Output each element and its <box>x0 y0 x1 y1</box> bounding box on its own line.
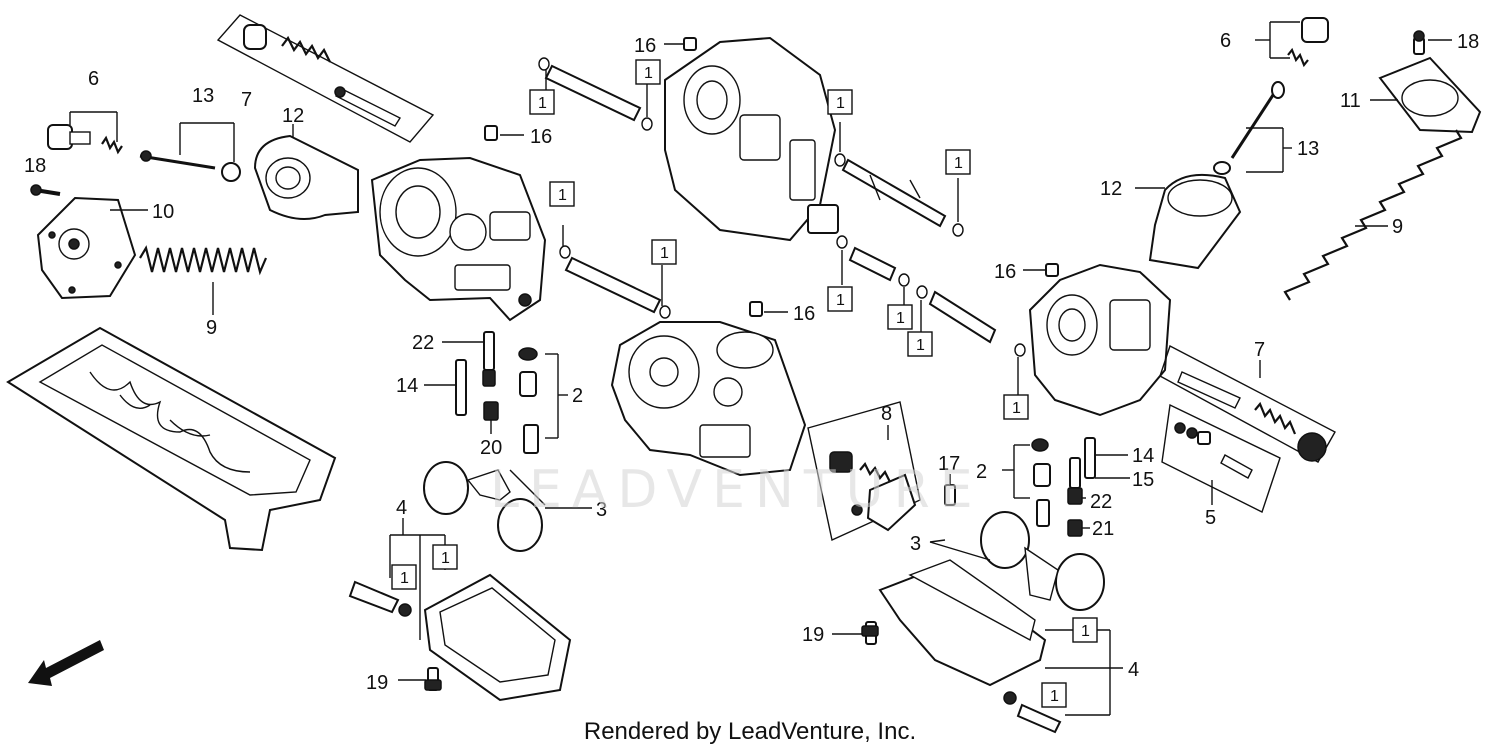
part-18-left <box>30 184 61 196</box>
callout-7-left: 7 <box>241 89 252 111</box>
part-16-cap-top <box>664 37 697 51</box>
callout-18-right: 18 <box>1457 31 1479 53</box>
part-16-cap-center <box>749 301 788 317</box>
part-4-float-bowl-left <box>348 518 572 702</box>
callout-13-left: 13 <box>192 85 214 107</box>
part-group-13-right <box>1213 81 1292 175</box>
callout-19-left: 19 <box>366 672 388 694</box>
air-box-tray-left <box>6 326 337 552</box>
part-group-13-left <box>139 122 241 182</box>
callout-16-top: 16 <box>634 35 656 57</box>
callout-1-box-m: 1 <box>1081 623 1090 640</box>
part-14-needle-jet-left <box>424 359 467 416</box>
callout-1-box-n: 1 <box>1050 688 1059 705</box>
callout-19-right: 19 <box>802 624 824 646</box>
part-22-jet-right <box>1067 487 1086 505</box>
callout-14-left: 14 <box>396 375 418 397</box>
callout-16-left: 16 <box>530 126 552 148</box>
callout-5-right: 5 <box>1205 507 1216 529</box>
part-16-cap-left <box>484 125 524 141</box>
callout-15-right: 15 <box>1132 469 1154 491</box>
fuel-joint-pipe-top-right <box>834 122 964 237</box>
part-4-float-bowl-right <box>878 559 1123 734</box>
callout-1-box-b: 1 <box>644 65 653 82</box>
part-group-8 <box>807 401 921 541</box>
carburetor-body-center <box>610 321 807 477</box>
callout-9-right: 9 <box>1392 216 1403 238</box>
part-16-cap-right <box>1023 263 1059 277</box>
callout-11-right: 11 <box>1340 90 1361 112</box>
callout-1-box-f: 1 <box>954 155 963 172</box>
forward-direction-arrow: FWD <box>28 627 104 686</box>
fuel-joint-pipe-left-center <box>559 225 671 319</box>
part-9-spring-right <box>1283 129 1463 301</box>
carburetor-body-top <box>664 36 839 242</box>
callout-1-box-h: 1 <box>896 310 905 327</box>
callout-16-right: 16 <box>994 261 1016 283</box>
part-group-7-left <box>216 14 435 143</box>
part-20-jet-left <box>483 401 499 434</box>
callout-8: 8 <box>881 403 892 425</box>
callout-1-box-l: 1 <box>441 550 450 567</box>
part-21-jet-right <box>1067 519 1090 537</box>
fuel-joint-pipe-right <box>916 285 1026 395</box>
part-11-diaphragm-cover-right <box>1370 56 1482 134</box>
part-17-screw <box>944 474 956 506</box>
part-group-6-right <box>1255 17 1329 68</box>
callout-2-left: 2 <box>572 385 583 407</box>
fuel-joint-pipe-top-left <box>538 57 653 131</box>
callout-20-left: 20 <box>480 437 502 459</box>
part-9-spring-left <box>139 245 268 315</box>
callout-21-right: 21 <box>1092 518 1114 540</box>
callout-1-box-g: 1 <box>836 292 845 309</box>
callout-18-left: 18 <box>24 155 46 177</box>
part-15-jet-right <box>1069 457 1130 489</box>
callout-16-center: 16 <box>793 303 815 325</box>
callout-6-left: 6 <box>88 68 99 90</box>
callout-7-right: 7 <box>1254 339 1265 361</box>
callout-14-right: 14 <box>1132 445 1154 467</box>
callout-1-box-j: 1 <box>1012 400 1021 417</box>
fuel-joint-pipe-center-right <box>836 235 910 305</box>
part-3-float-right <box>929 511 1105 611</box>
footer-credit: Rendered by LeadVenture, Inc. <box>583 718 917 745</box>
callout-1-box-d: 1 <box>660 245 669 262</box>
callout-9-left: 9 <box>206 317 217 339</box>
callout-17: 17 <box>938 453 960 475</box>
carburetor-body-right <box>1028 263 1172 417</box>
callout-10-left: 10 <box>152 201 174 223</box>
callout-4-left: 4 <box>396 497 407 519</box>
callout-1-box-e: 1 <box>836 95 845 112</box>
callout-4-right: 4 <box>1128 659 1139 681</box>
part-19-screw-right <box>832 621 879 645</box>
callout-12-right: 12 <box>1100 178 1122 200</box>
part-group-2-right <box>1002 438 1051 527</box>
part-group-6-left <box>47 111 123 155</box>
part-group-5-right <box>1161 403 1281 513</box>
part-12-diaphragm-right <box>1135 173 1242 270</box>
callout-12-left: 12 <box>282 105 304 127</box>
callout-1-box-c: 1 <box>558 187 567 204</box>
part-22-jet-left <box>442 331 496 387</box>
part-3-float-left <box>423 461 592 552</box>
callout-22-right: 22 <box>1090 491 1112 513</box>
callout-13-right: 13 <box>1297 138 1319 160</box>
callout-2-right: 2 <box>976 461 987 483</box>
part-14-needle-jet-right <box>1084 437 1128 479</box>
part-group-2-left <box>518 347 568 454</box>
callout-1-box-i: 1 <box>916 337 925 354</box>
callout-3-left: 3 <box>596 499 607 521</box>
part-12-diaphragm-left <box>253 124 359 220</box>
callout-6-right: 6 <box>1220 30 1231 52</box>
callout-22-left: 22 <box>412 332 434 354</box>
carburetor-body-left <box>370 156 547 322</box>
part-group-7-right <box>1159 344 1336 463</box>
part-19-screw-left <box>398 667 442 691</box>
callout-1-box-k: 1 <box>400 570 409 587</box>
part-10-diaphragm-cover-left <box>36 196 148 300</box>
callout-1-box-a: 1 <box>538 95 547 112</box>
part-18-right <box>1413 30 1452 55</box>
callout-3-right: 3 <box>910 533 921 555</box>
